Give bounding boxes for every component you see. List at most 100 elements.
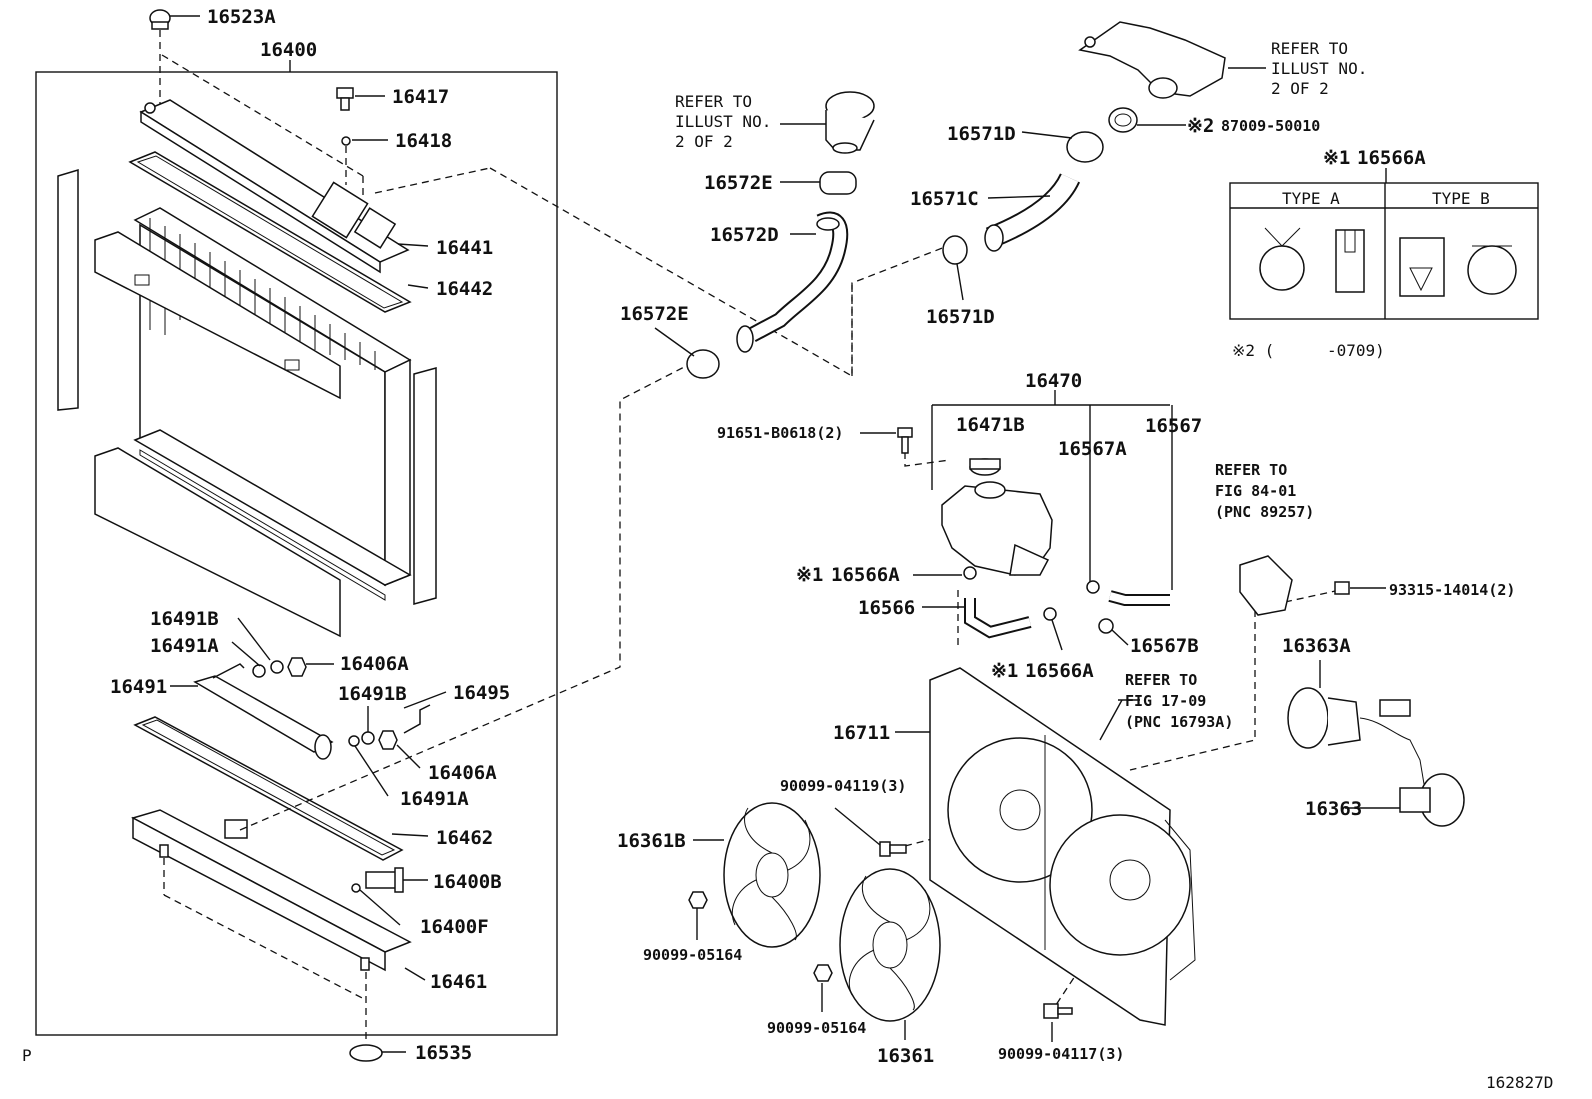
refer-notes: REFER TO ILLUST NO. 2 OF 2 REFER TO ILLU…	[675, 39, 1367, 731]
cap-16471B-icon	[969, 458, 1001, 476]
note2-mark-a: ※2	[1187, 115, 1214, 137]
clamp-16566A-lower-icon	[1043, 607, 1057, 621]
label-16566A-a: 16566A	[831, 564, 900, 586]
water-outlet-pipe-icon	[1078, 21, 1226, 99]
reservoir-bracket-lines	[931, 404, 1173, 590]
label-16535: 16535	[415, 1042, 472, 1064]
label-16571D-a: 16571D	[947, 123, 1016, 145]
note1-mark-c: ※1	[991, 660, 1018, 682]
label-16567B: 16567B	[1130, 635, 1199, 657]
clamp-16572E-lower-icon	[686, 349, 720, 379]
label-87009-50010: 87009-50010	[1221, 117, 1320, 135]
hose-16571C-icon	[984, 172, 1081, 252]
cap-16523A-icon	[149, 9, 171, 30]
clamp-16567A-icon	[1086, 580, 1100, 594]
fan-motor-16363-icon	[1399, 773, 1465, 827]
label-16491A-a: 16491A	[150, 635, 219, 657]
fan-16361-icon	[839, 868, 941, 1022]
refer-center-line3: 2 OF 2	[675, 132, 733, 151]
fan-16361B-icon	[723, 802, 821, 948]
clamp-87009-icon	[1108, 107, 1138, 133]
label-16491: 16491	[110, 676, 167, 698]
footnote-date: -0709)	[1327, 341, 1385, 360]
label-16406A-b: 16406A	[428, 762, 497, 784]
label-16566: 16566	[858, 597, 915, 619]
hose-16572D-icon	[736, 211, 849, 353]
label-16441: 16441	[436, 237, 493, 259]
left-side-seal-icon	[57, 168, 79, 411]
label-16418: 16418	[395, 130, 452, 152]
refer-top-right-line1: REFER TO	[1271, 39, 1348, 58]
label-16571C: 16571C	[910, 188, 979, 210]
label-16566A-b: 16566A	[1025, 660, 1094, 682]
fan-controller-icon	[1239, 555, 1293, 616]
label-16470: 16470	[1025, 370, 1082, 392]
refer-center-line2: ILLUST NO.	[675, 112, 771, 131]
mount-cushion-16535-icon	[349, 1044, 383, 1062]
label-16417: 16417	[392, 86, 449, 108]
reservoir-16470-icon	[941, 481, 1053, 576]
label-16491A-b: 16491A	[400, 788, 469, 810]
label-16567A: 16567A	[1058, 438, 1127, 460]
o-ring-16400F-icon	[351, 883, 361, 893]
label-16566A-table: 16566A	[1357, 147, 1426, 169]
label-16442: 16442	[436, 278, 493, 300]
label-16361B: 16361B	[617, 830, 686, 852]
corner-p: P	[22, 1046, 32, 1065]
type-b-clamp-icon	[1399, 237, 1517, 297]
clamp-16567B-icon	[1098, 618, 1114, 634]
drain-plug-16417-icon	[336, 87, 354, 111]
type-b-header: TYPE B	[1432, 189, 1490, 208]
thermostat-housing-icon	[825, 91, 875, 154]
gasket-16462-icon	[133, 716, 404, 861]
label-16572E-a: 16572E	[704, 172, 773, 194]
label-16363A: 16363A	[1282, 635, 1351, 657]
nut-16406A-icon	[287, 657, 307, 677]
upper-seal-icon	[94, 231, 341, 400]
label-16361: 16361	[877, 1045, 934, 1067]
label-16491B-a: 16491B	[150, 608, 219, 630]
label-16461: 16461	[430, 971, 487, 993]
nut-90099-05164-b-icon	[813, 964, 833, 982]
refer-top-right-line2: ILLUST NO.	[1271, 59, 1367, 78]
refer-top-right-line3: 2 OF 2	[1271, 79, 1329, 98]
fan-motor-16363A-icon	[1287, 687, 1426, 791]
refer-center-line1: REFER TO	[675, 92, 752, 111]
label-16495: 16495	[453, 682, 510, 704]
clamp-type-table	[1229, 182, 1539, 320]
label-93315-14014: 93315-14014(2)	[1389, 581, 1515, 599]
label-16363: 16363	[1305, 798, 1362, 820]
lower-seal-icon	[94, 447, 341, 638]
label-90099-04117: 90099-04117(3)	[998, 1045, 1124, 1063]
refer-fig84-line3: (PNC 89257)	[1215, 503, 1314, 521]
label-16400B: 16400B	[433, 871, 502, 893]
washer-16491A-icon	[252, 664, 266, 678]
label-16572E-b: 16572E	[620, 303, 689, 325]
label-91651-B0618: 91651-B0618(2)	[717, 424, 843, 442]
o-ring-16418-icon	[341, 136, 351, 146]
note1-mark-b: ※1	[796, 564, 823, 586]
upper-tank-16441-icon	[139, 99, 410, 274]
label-16406A-a: 16406A	[340, 653, 409, 675]
right-side-seal-icon	[413, 367, 437, 605]
label-16567: 16567	[1145, 415, 1202, 437]
clamp-16572E-upper-icon	[819, 171, 857, 195]
clamp-16571D-upper-icon	[1066, 131, 1104, 163]
label-16471B: 16471B	[956, 414, 1025, 436]
label-16711: 16711	[833, 722, 890, 744]
oil-cooler-16491-icon	[193, 663, 334, 760]
label-16462: 16462	[436, 827, 493, 849]
footnote-mark: ※2 (	[1232, 341, 1274, 360]
clamp-16566A-upper-icon	[963, 566, 977, 580]
refer-fig84-line2: FIG 84-01	[1215, 482, 1296, 500]
gasket-16442-icon	[128, 151, 412, 313]
label-90099-05164-a: 90099-05164	[643, 946, 742, 964]
refer-fig17-line2: FIG 17-09	[1125, 692, 1206, 710]
type-a-clamp-icon	[1259, 227, 1365, 293]
note1-mark-a: ※1	[1323, 147, 1350, 169]
lower-tank-16461-icon	[131, 809, 412, 972]
label-16523A: 16523A	[207, 6, 276, 28]
label-16571D-b: 16571D	[926, 306, 995, 328]
